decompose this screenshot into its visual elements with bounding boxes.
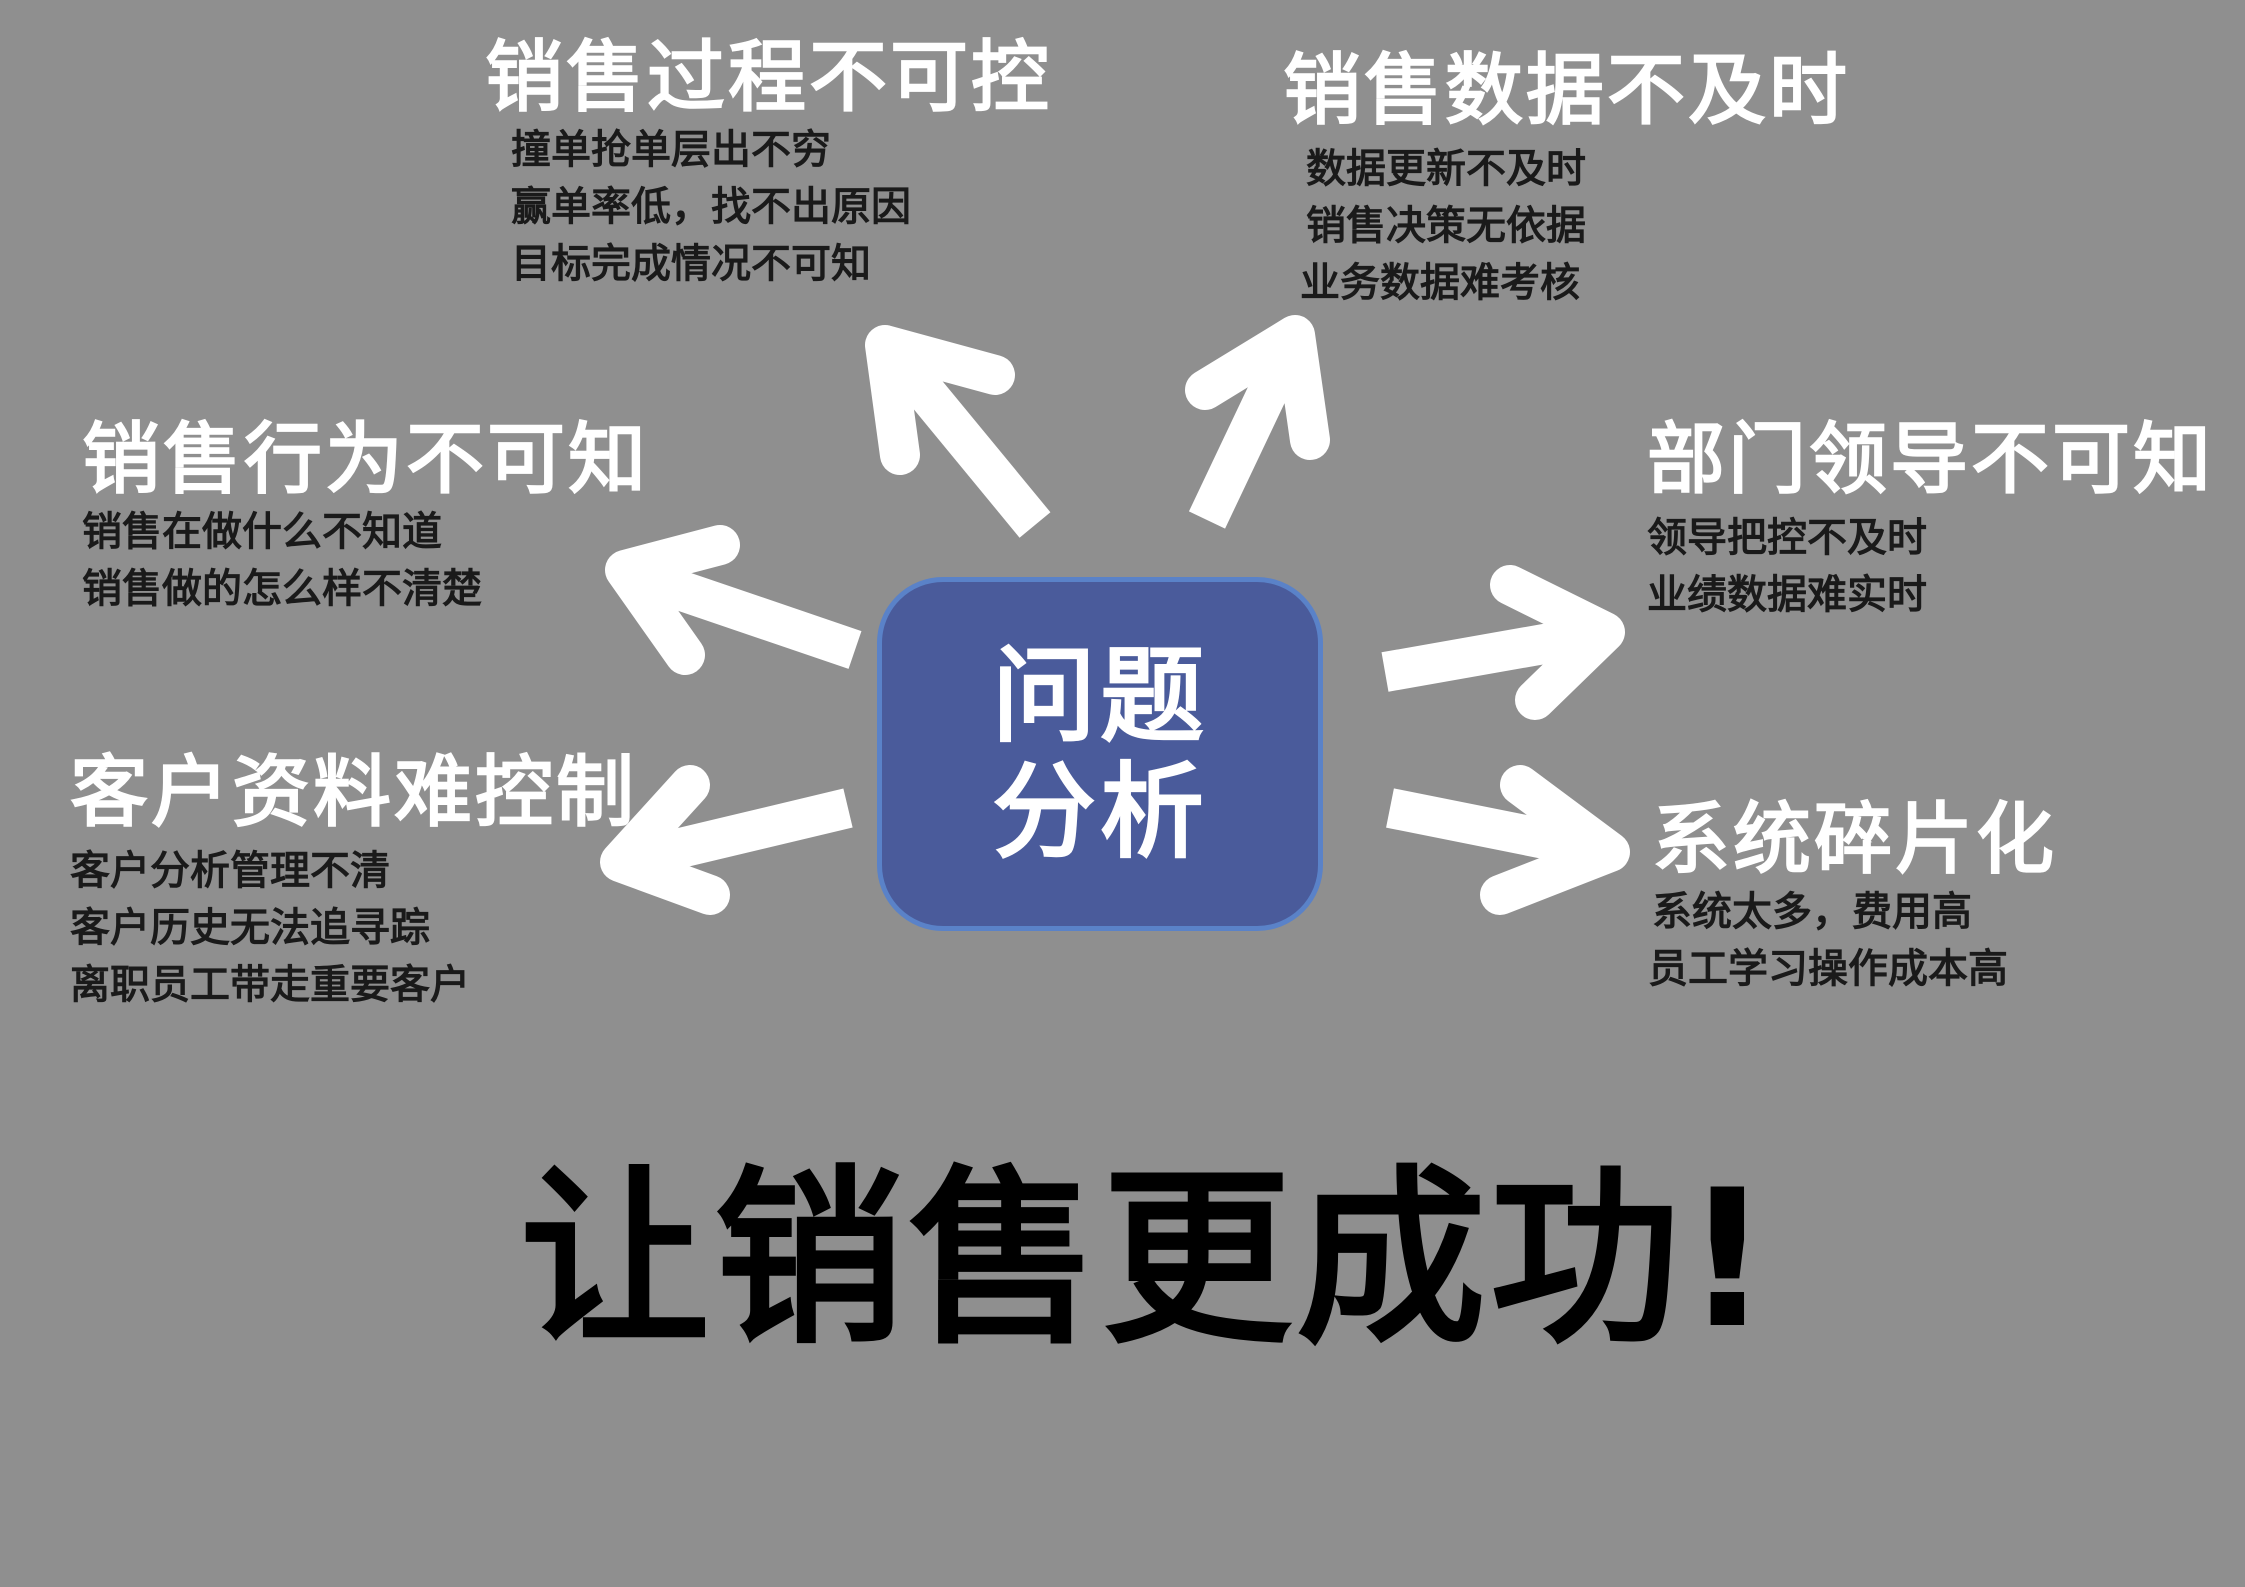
center-title-line-1: 问题 bbox=[991, 635, 1208, 757]
topic-line: 系统太多，费用高 bbox=[1652, 889, 1972, 935]
topic-title: 销售过程不可控 bbox=[485, 33, 1053, 123]
topic-line: 销售在做什么不知道 bbox=[82, 509, 442, 555]
topic-line: 撞单抢单层出不穷 bbox=[511, 127, 831, 173]
arrow-to-sales-behavior bbox=[605, 525, 862, 675]
topic-title: 销售行为不可知 bbox=[82, 415, 650, 505]
arrow-to-sales-process bbox=[865, 325, 1051, 538]
slogan: 让销售更成功! bbox=[520, 1149, 1775, 1370]
topic-title: 客户资料难控制 bbox=[70, 748, 638, 838]
topic-system-fragmentation: 系统碎片化 系统太多，费用高 员工学习操作成本高 bbox=[1648, 792, 2058, 998]
topic-title: 部门领导不可知 bbox=[1647, 415, 2215, 505]
topic-line: 数据更新不及时 bbox=[1306, 146, 1586, 192]
topic-sales-data: 销售数据不及时 数据更新不及时 销售决策无依据 业务数据难考核 bbox=[1283, 43, 1850, 312]
topic-line: 业务数据难考核 bbox=[1300, 260, 1580, 306]
topic-sales-behavior: 销售行为不可知 销售在做什么不知道 销售做的怎么样不清楚 bbox=[82, 412, 649, 618]
center-title-line-2: 分析 bbox=[991, 751, 1208, 873]
topic-sales-process: 销售过程不可控 撞单抢单层出不穷 赢单率低，找不出原因 目标完成情况不可知 bbox=[485, 30, 1052, 293]
arrow-to-customer-data bbox=[600, 765, 853, 915]
topic-line: 销售决策无依据 bbox=[1306, 203, 1586, 249]
topic-line: 赢单率低，找不出原因 bbox=[511, 184, 911, 230]
topic-line: 客户分析管理不清 bbox=[70, 848, 390, 894]
topic-line: 客户历史无法追寻踪 bbox=[70, 905, 430, 951]
arrow-to-system-fragmentation bbox=[1386, 765, 1630, 915]
topic-customer-data: 客户资料难控制 客户分析管理不清 客户历史无法追寻踪 离职员工带走重要客户 bbox=[70, 745, 637, 1014]
topic-title: 销售数据不及时 bbox=[1283, 46, 1851, 136]
topic-line: 销售做的怎么样不清楚 bbox=[82, 566, 482, 612]
arrow-to-sales-data bbox=[1185, 315, 1330, 529]
center-box: 问题 分析 bbox=[877, 577, 1323, 931]
topic-title: 系统碎片化 bbox=[1652, 795, 2058, 885]
topic-line: 离职员工带走重要客户 bbox=[70, 962, 470, 1008]
topic-dept-leaders: 部门领导不可知 领导把控不及时 业绩数据难实时 bbox=[1647, 412, 2214, 624]
arrow-to-dept-leaders bbox=[1381, 565, 1625, 720]
topic-line: 目标完成情况不可知 bbox=[511, 241, 871, 287]
topic-line: 业绩数据难实时 bbox=[1647, 572, 1927, 618]
topic-line: 领导把控不及时 bbox=[1647, 515, 1927, 561]
topic-line: 员工学习操作成本高 bbox=[1648, 946, 2008, 992]
